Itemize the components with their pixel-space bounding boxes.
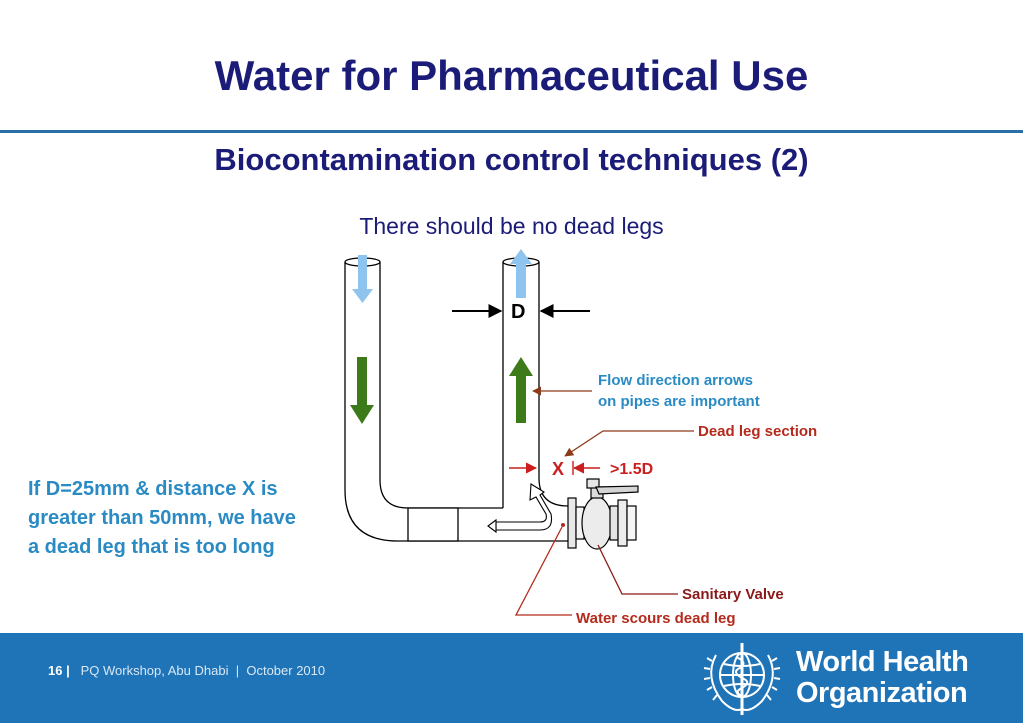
sanitary-valve (567, 478, 639, 550)
note-line-2: greater than 50mm, we have (28, 507, 296, 529)
x-label: X (552, 459, 565, 479)
sanitary-valve-label: Sanitary Valve (682, 586, 784, 603)
u-pipe (344, 257, 569, 542)
footer-date: October 2010 (246, 663, 326, 678)
who-emblem-icon (703, 643, 781, 715)
ratio-label: >1.5D (610, 461, 654, 478)
dead-leg-label: Dead leg section (698, 423, 818, 440)
up-arrow-icon (509, 357, 533, 423)
flow-direction-label: Flow direction arrows on pipes are impor… (598, 370, 760, 412)
flow-label-line-1: Flow direction arrows (598, 372, 754, 389)
internal-flow-arrow (487, 483, 553, 534)
footer-event: PQ Workshop, Abu Dhabi (80, 663, 229, 678)
up-arrow-icon (510, 249, 532, 298)
page-number: 16 (48, 663, 63, 678)
slide-title: Water for Pharmaceutical Use (214, 52, 809, 99)
down-arrow-icon (352, 255, 373, 303)
pipe-diagram (344, 249, 694, 616)
scour-point (561, 523, 565, 527)
pipe-joint (407, 507, 459, 542)
slide-subtitle: Biocontamination control techniques (2) (214, 142, 809, 177)
note-line-1: If D=25mm & distance X is (28, 478, 278, 500)
footer-bar: 16 | PQ Workshop, Abu Dhabi | October 20… (0, 633, 1023, 723)
footer-separator: | (66, 663, 70, 678)
footer-separator: | (235, 663, 240, 678)
who-name-line-2: Organization (796, 677, 968, 709)
d-label: D (511, 301, 526, 323)
note-line-3: a dead leg that is too long (28, 536, 275, 558)
dead-leg-leader (564, 430, 694, 457)
valve-leader (597, 544, 678, 595)
dead-leg-note: If D=25mm & distance X is greater than 5… (28, 475, 368, 562)
lead-text: There should be no dead legs (359, 213, 664, 239)
flow-label-line-2: on pipes are important (598, 393, 760, 410)
who-name: World Health Organization (796, 646, 969, 709)
title-divider (0, 130, 1023, 133)
water-scours-label: Water scours dead leg (576, 610, 736, 627)
scour-leader (514, 526, 572, 616)
down-arrow-icon (350, 357, 374, 424)
footer-text: 16 | PQ Workshop, Abu Dhabi | October 20… (48, 663, 325, 678)
who-name-line-1: World Health (796, 646, 969, 678)
